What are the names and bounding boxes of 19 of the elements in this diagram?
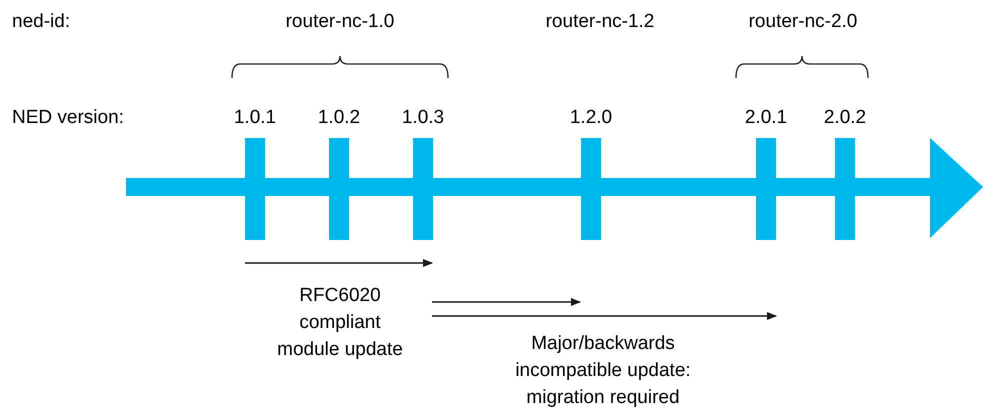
tick-bar — [329, 138, 349, 240]
version-label: 2.0.2 — [824, 106, 866, 130]
version-label: 1.0.2 — [318, 106, 360, 130]
tick-bar — [756, 138, 776, 240]
text-label: Major/backwards incompatible update: migration required — [514, 332, 692, 410]
text-label: router-nc-2.0 — [748, 10, 858, 34]
version-label: 1.0.3 — [402, 106, 444, 130]
text-label: ned-id: — [12, 10, 72, 34]
tick-bar — [835, 138, 855, 240]
text-label: RFC6020 compliant module update — [276, 284, 404, 362]
text-label: router-nc-1.0 — [284, 10, 396, 34]
tick-bar — [413, 138, 433, 240]
version-label: 2.0.1 — [744, 106, 788, 130]
tick-bar — [581, 138, 601, 240]
text-label: NED version: — [12, 106, 125, 130]
version-label: 1.0.1 — [234, 106, 276, 130]
text-label: router-nc-1.2 — [544, 10, 656, 34]
tick-bar — [245, 138, 265, 240]
version-label: 1.2.0 — [570, 106, 612, 130]
